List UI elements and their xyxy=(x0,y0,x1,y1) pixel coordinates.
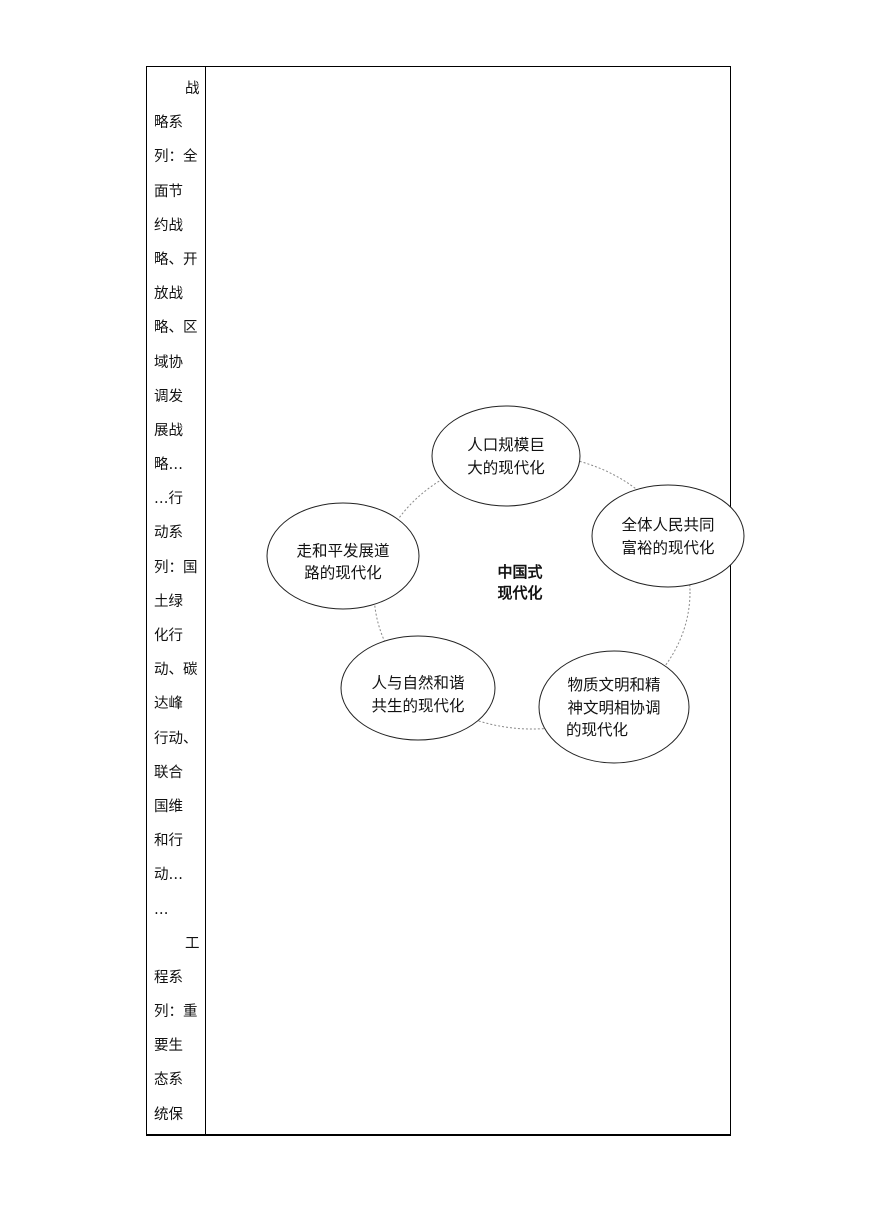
node-ellipse xyxy=(340,635,496,741)
table-frame: 战 略系 列：全 面节 约战 略、开 放战 略、区 域协 调发 展战 略… …行… xyxy=(146,66,731,1136)
node-material-spiritual: 物质文明和精 神文明相协调 的现代化 xyxy=(538,650,690,764)
left-column-line: 化行 xyxy=(154,628,183,644)
left-column-line: 略… xyxy=(154,457,183,474)
node-text-line2: 共生的现代化 xyxy=(371,697,464,715)
left-column-line: 土绿 xyxy=(154,593,183,610)
node-text-line1: 全体人民共同 xyxy=(621,516,714,534)
left-column-line: 要生 xyxy=(154,1038,183,1055)
node-text-line2: 路的现代化 xyxy=(304,564,382,582)
left-column-line: 放战 xyxy=(154,286,183,303)
center-label-line1: 中国式 xyxy=(497,563,542,581)
left-column-line: 战 xyxy=(185,81,200,97)
node-text-line1: 人口规模巨 xyxy=(467,436,545,454)
column-divider xyxy=(205,67,206,1134)
node-text-line2: 神文明相协调 xyxy=(567,699,660,717)
node-peaceful-development: 走和平发展道 路的现代化 xyxy=(266,502,420,610)
left-column-line: 和行 xyxy=(154,833,183,850)
left-column-line: 略、区 xyxy=(154,320,198,337)
left-column-line: 略系 xyxy=(154,115,183,132)
left-column-line: 约战 xyxy=(154,217,183,234)
node-text-line1: 走和平发展道 xyxy=(296,542,389,560)
connecting-ring xyxy=(373,454,691,730)
left-column-line: 列：全 xyxy=(154,149,198,166)
left-column-line: 联合 xyxy=(154,764,183,781)
left-column-line: 工 xyxy=(185,935,200,952)
left-column-line: 展战 xyxy=(154,422,183,439)
left-column-line: …行 xyxy=(154,491,183,508)
node-text-line2: 富裕的现代化 xyxy=(621,539,714,557)
left-column-line: 程系 xyxy=(154,969,183,986)
left-column-line: 动… xyxy=(154,867,183,884)
left-column-line: 国维 xyxy=(154,798,183,815)
left-column-line: 态系 xyxy=(154,1072,183,1089)
node-ellipse xyxy=(266,502,420,610)
node-text-line1: 人与自然和谐 xyxy=(371,674,464,692)
node-text-line3: 的现代化 xyxy=(566,721,628,739)
left-column-line: 域协 xyxy=(154,354,183,371)
left-column-line: 调发 xyxy=(154,388,183,405)
node-text-line2: 大的现代化 xyxy=(467,459,545,477)
left-column-line: 行动、 xyxy=(154,730,198,747)
left-column-line: 动、碳 xyxy=(154,662,198,679)
left-column-line: 略、开 xyxy=(154,251,198,268)
node-text-line1: 物质文明和精 xyxy=(567,676,660,694)
node-ellipse xyxy=(591,484,745,588)
center-label-line2: 现代化 xyxy=(497,584,542,602)
left-column-line: 动系 xyxy=(154,525,183,542)
node-ellipse xyxy=(538,650,690,764)
left-column-line: 统保 xyxy=(154,1106,183,1123)
node-harmony-nature: 人与自然和谐 共生的现代化 xyxy=(340,635,496,741)
left-column-line: 列：国 xyxy=(154,559,198,576)
node-population-scale: 人口规模巨 大的现代化 xyxy=(431,405,581,507)
left-text-column: 战 略系 列：全 面节 约战 略、开 放战 略、区 域协 调发 展战 略… …行… xyxy=(147,79,205,1139)
left-column-line: 达峰 xyxy=(154,696,183,713)
left-column-line: 列：重 xyxy=(154,1004,198,1021)
node-common-prosperity: 全体人民共同 富裕的现代化 xyxy=(591,484,745,588)
node-ellipse xyxy=(431,405,581,507)
left-column-line: 面节 xyxy=(154,183,183,200)
left-column-line: … xyxy=(154,901,169,918)
